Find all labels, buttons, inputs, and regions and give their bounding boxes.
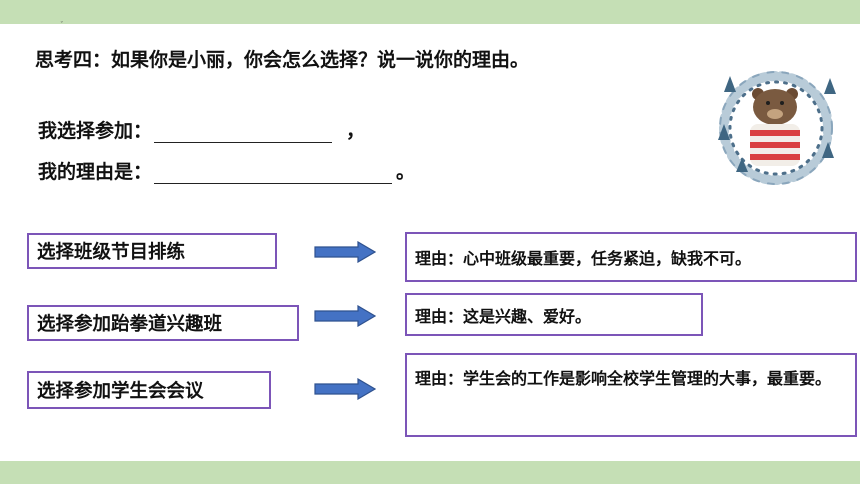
bear-wreath-illustration — [718, 71, 836, 185]
reason-blank[interactable] — [154, 163, 393, 184]
fill-choice-label: 我选择参加： — [38, 120, 153, 142]
option-choice-student-council[interactable]: 选择参加学生会会议 — [27, 371, 271, 409]
fill-reason-label: 我的理由是： — [38, 161, 153, 183]
bottom-band — [0, 461, 860, 484]
right-arrow-icon — [314, 305, 376, 327]
right-arrow-icon — [314, 241, 376, 263]
reason-student-council: 理由：学生会的工作是影响全校学生管理的大事，最重要。 — [405, 353, 857, 437]
fill-line-reason: 我的理由是： 。 — [38, 157, 415, 184]
question-text: 思考四：如果你是小丽，你会怎么选择？说一说你的理由。 — [35, 49, 530, 71]
choice-blank[interactable] — [154, 122, 333, 143]
bear-icon — [750, 88, 800, 166]
tiny-mark: ˇ — [60, 21, 64, 29]
reason-taekwondo: 理由：这是兴趣、爱好。 — [405, 293, 703, 336]
option-choice-taekwondo[interactable]: 选择参加跆拳道兴趣班 — [27, 305, 299, 341]
right-arrow-icon — [314, 378, 376, 400]
top-band — [0, 0, 860, 24]
reason-class-rehearsal: 理由：心中班级最重要，任务紧迫，缺我不可。 — [405, 232, 857, 282]
fill-choice-suffix: ， — [346, 120, 366, 142]
option-choice-class-rehearsal[interactable]: 选择班级节目排练 — [27, 233, 277, 269]
tree-icons — [718, 76, 836, 172]
fill-line-choice: 我选择参加： ， — [38, 116, 365, 143]
fill-reason-suffix: 。 — [396, 161, 416, 183]
